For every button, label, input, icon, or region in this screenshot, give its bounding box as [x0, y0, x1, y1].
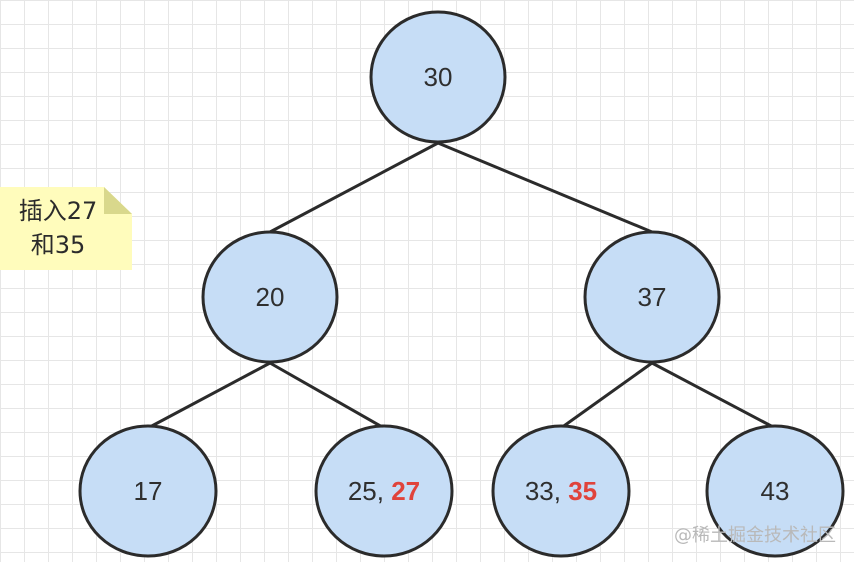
- edge-37-33: [560, 361, 653, 430]
- tree-node-right-right: 43: [705, 424, 845, 558]
- tree-node-root: 30: [369, 10, 507, 144]
- node-label-left: 20: [256, 282, 285, 312]
- sticky-note: 插入27 和35: [0, 187, 132, 270]
- watermark-text: @稀土掘金技术社区: [674, 525, 836, 546]
- node-label-right: 37: [638, 282, 667, 312]
- node-key-25: 25,: [348, 476, 391, 506]
- edge-37-43: [651, 361, 776, 430]
- node-label-left-left: 17: [134, 476, 163, 506]
- note-fold-corner: [104, 187, 132, 214]
- edge-20-17: [147, 361, 271, 430]
- tree-edges: [147, 141, 776, 430]
- node-label-root: 30: [424, 62, 453, 92]
- node-key-33: 33,: [525, 476, 568, 506]
- tree-node-left-left: 17: [78, 424, 218, 558]
- tree-node-right-left: 33, 35: [491, 424, 631, 558]
- node-key-27-inserted: 27: [391, 476, 420, 506]
- node-label-left-right: 25, 27: [348, 476, 420, 506]
- note-line-1: 插入27: [19, 197, 98, 225]
- edge-20-25: [269, 361, 385, 430]
- tree-node-left: 20: [201, 230, 339, 364]
- node-label-right-left: 33, 35: [525, 476, 597, 506]
- tree-node-left-right: 25, 27: [314, 424, 454, 558]
- node-key-35-inserted: 35: [568, 476, 597, 506]
- tree-node-right: 37: [583, 230, 721, 364]
- node-label-right-right: 43: [761, 476, 790, 506]
- note-line-2: 和35: [31, 231, 86, 259]
- edge-30-37: [437, 141, 653, 234]
- edge-30-20: [269, 141, 439, 234]
